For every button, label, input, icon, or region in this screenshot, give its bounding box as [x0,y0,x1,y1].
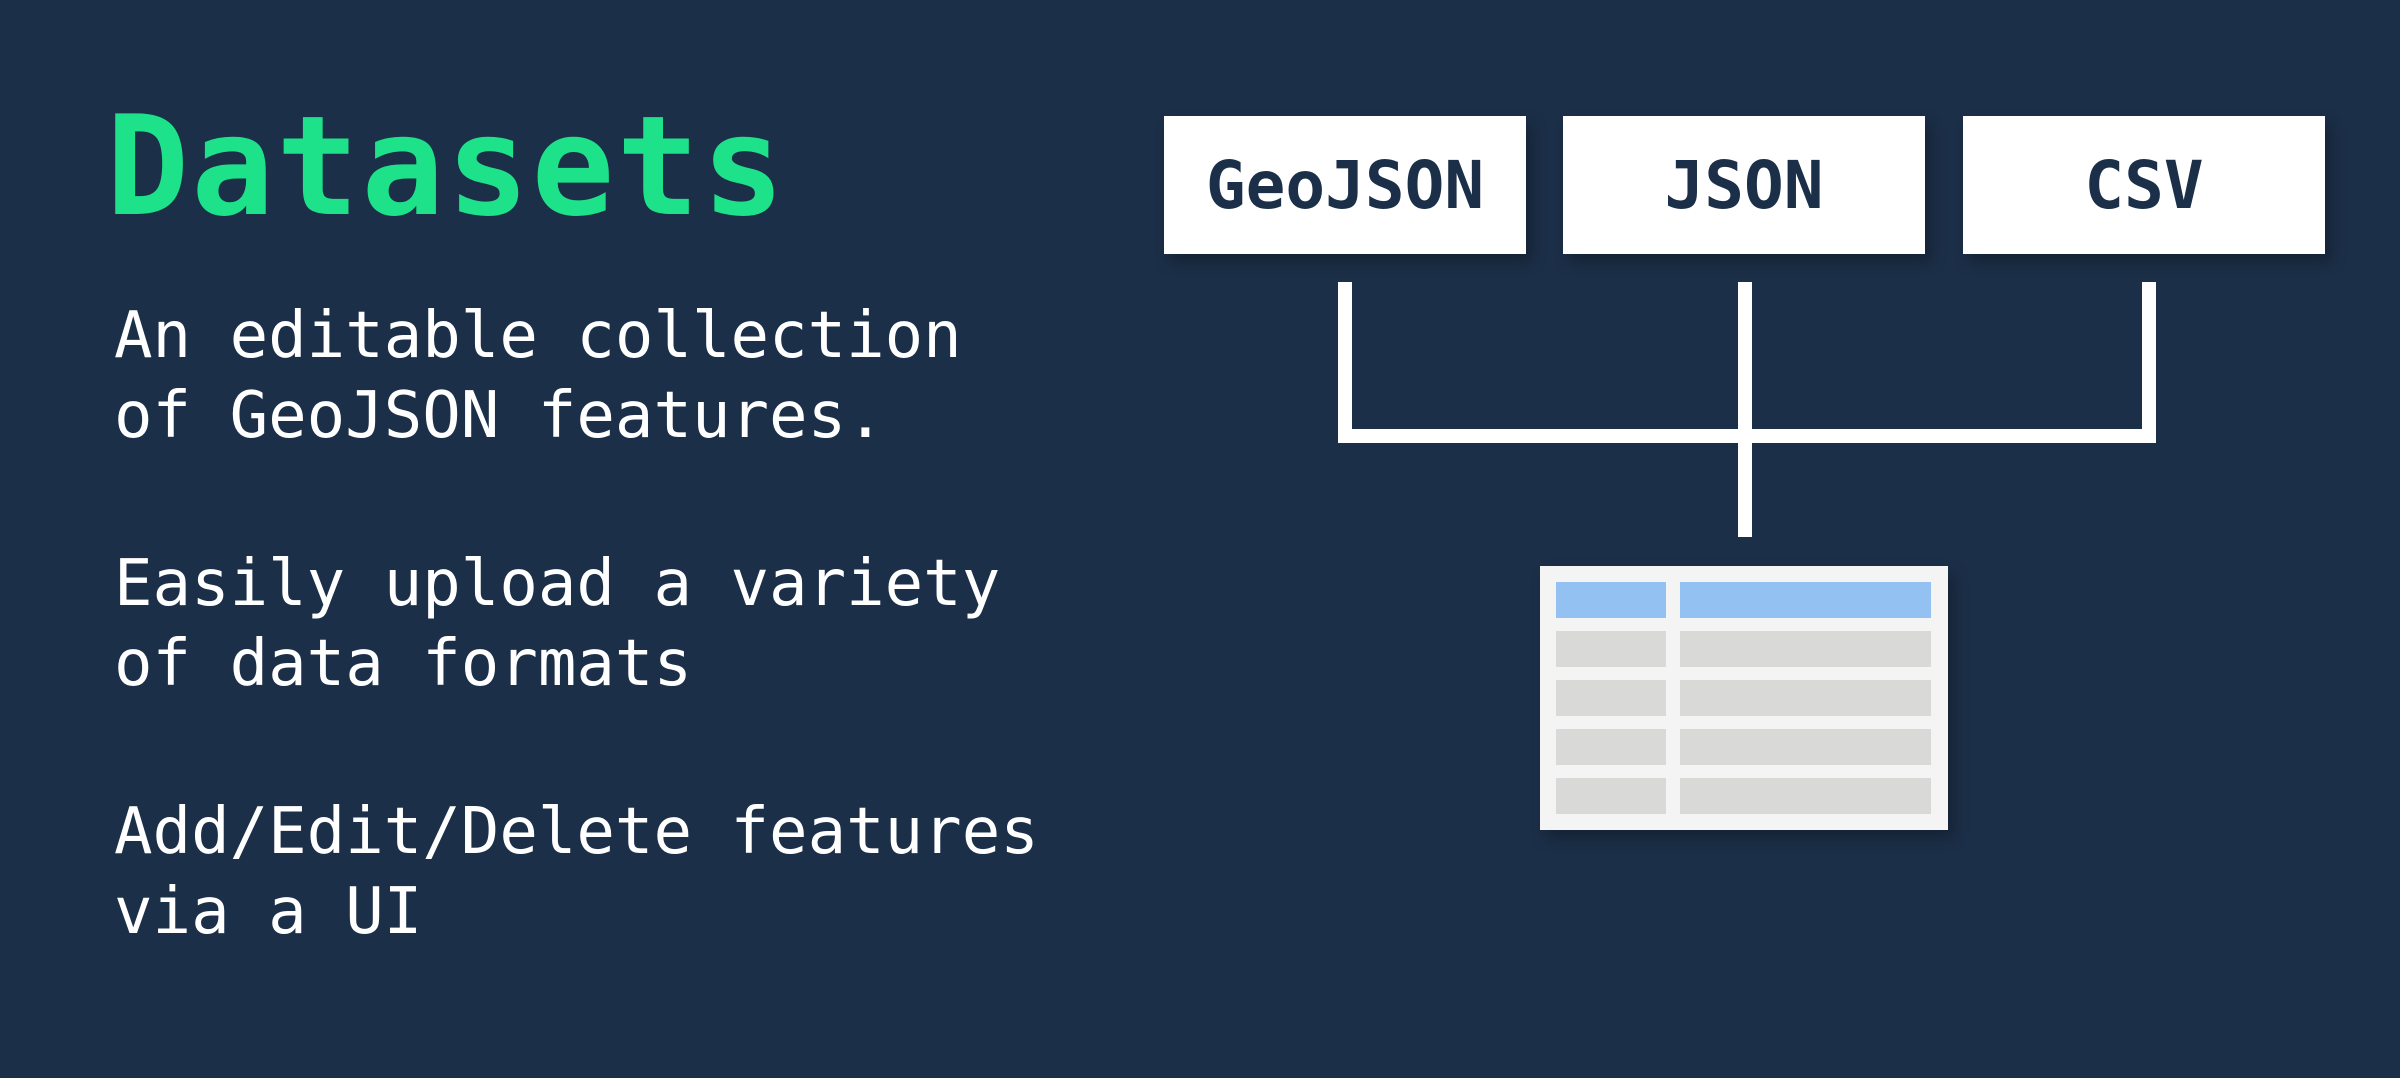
table-cell [1680,631,1931,667]
table-cell [1680,729,1931,765]
format-box-csv: CSV [1963,116,2325,254]
table-cell [1680,778,1931,814]
format-box-geojson: GeoJSON [1164,116,1526,254]
table-cell [1680,680,1931,716]
slide-title: Datasets [106,86,787,247]
dataset-table-icon [1540,566,1948,830]
table-cell [1556,729,1666,765]
bullet-editable-collection: An editable collection of GeoJSON featur… [114,299,962,453]
table-cell [1556,680,1666,716]
table-header-cell [1680,582,1931,618]
table-header-cell [1556,582,1666,618]
table-cell [1556,778,1666,814]
bullet-edit-features: Add/Edit/Delete features via a UI [114,795,1039,949]
connector-lines [1338,282,2156,537]
table-cell [1556,631,1666,667]
format-box-json: JSON [1563,116,1925,254]
bullet-upload-formats: Easily upload a variety of data formats [114,547,1001,701]
